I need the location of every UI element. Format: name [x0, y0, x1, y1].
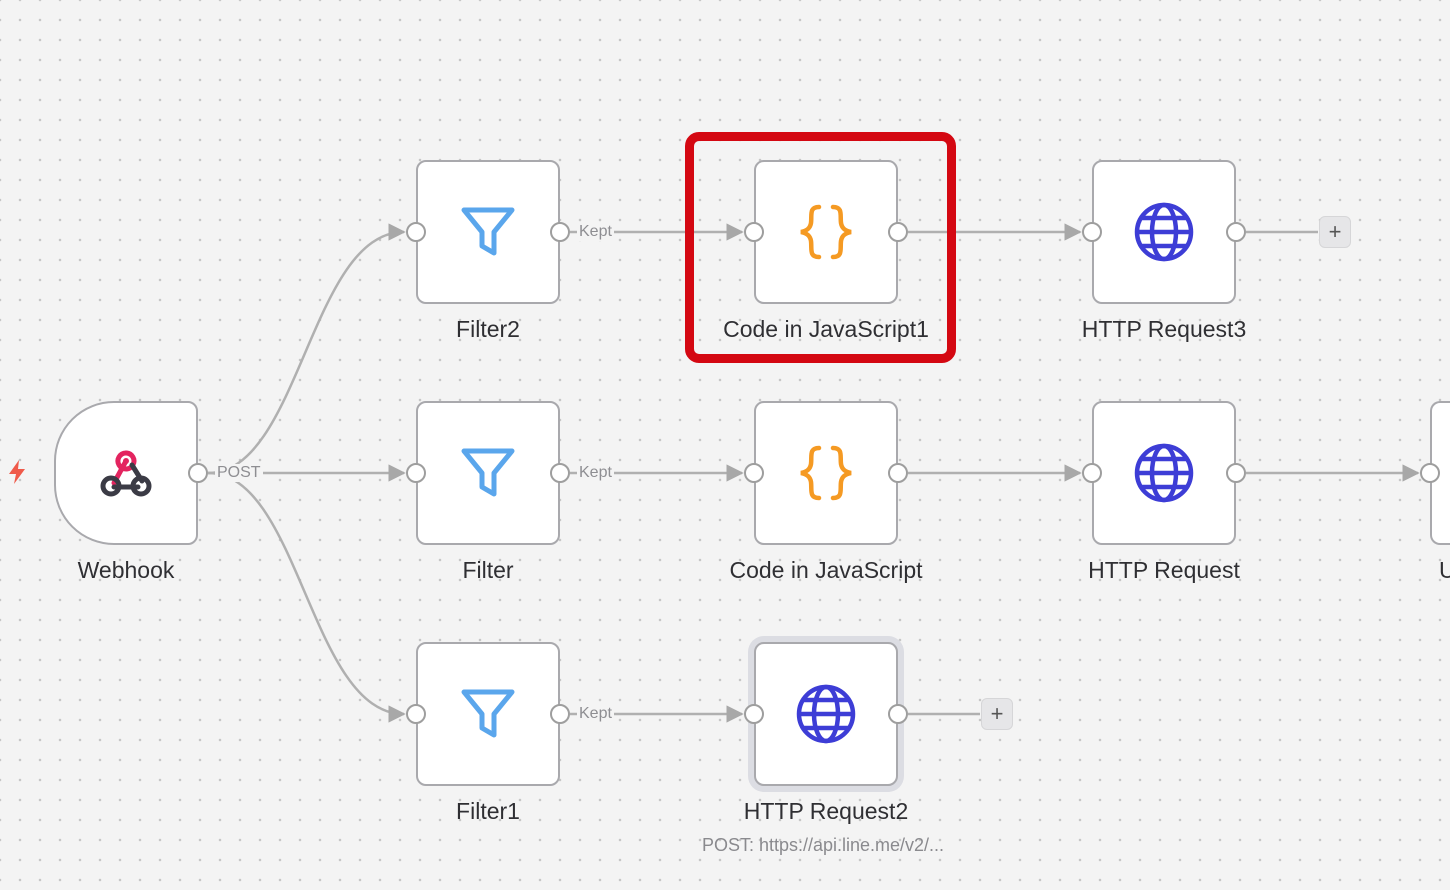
input-handle[interactable]: [406, 222, 426, 242]
output-handle[interactable]: [888, 222, 908, 242]
node-label-code-in-javascript1: Code in JavaScript1: [723, 316, 929, 342]
node-label-filter2: Filter2: [456, 316, 520, 342]
node-filter[interactable]: [406, 401, 570, 545]
node-label-http-request: HTTP Request: [1088, 557, 1240, 583]
node-label-http-request3: HTTP Request3: [1081, 316, 1247, 342]
node-label-partial-right: U: [1439, 557, 1450, 583]
node-filter1[interactable]: [406, 642, 570, 786]
output-handle[interactable]: [1226, 222, 1246, 242]
node-code-in-javascript1[interactable]: [744, 160, 908, 304]
node-label-code-in-javascript: Code in JavaScript: [729, 557, 923, 583]
input-handle[interactable]: [406, 463, 426, 483]
output-handle[interactable]: [1226, 463, 1246, 483]
webhook-icon: [100, 450, 152, 497]
connection-label-kept: Kept: [577, 464, 614, 482]
globe-icon: [1134, 443, 1194, 503]
node-code-in-javascript[interactable]: [744, 401, 908, 545]
input-handle[interactable]: [1420, 463, 1440, 483]
highlight-box: [685, 132, 956, 363]
trigger-bolt-icon: [9, 460, 25, 484]
filter-icon: [461, 689, 515, 738]
node-label-webhook: Webhook: [77, 557, 175, 583]
connection-label-kept: Kept: [577, 705, 614, 723]
connection-label-post: POST: [215, 464, 263, 482]
add-node-button[interactable]: +: [981, 698, 1013, 730]
output-handle[interactable]: [188, 463, 208, 483]
input-handle[interactable]: [406, 704, 426, 724]
input-handle[interactable]: [744, 704, 764, 724]
connection-label-kept: Kept: [577, 223, 614, 241]
output-handle[interactable]: [550, 463, 570, 483]
node-http-request2[interactable]: [744, 642, 908, 786]
output-handle[interactable]: [550, 222, 570, 242]
input-handle[interactable]: [1082, 222, 1102, 242]
connection-webhook-filter2[interactable]: [207, 223, 406, 475]
node-subtitle-http-request2: POST: https://api.line.me/v2/...: [701, 835, 945, 855]
node-http-request3[interactable]: [1082, 160, 1246, 304]
globe-icon: [1134, 202, 1194, 262]
code-braces-icon: [800, 204, 852, 260]
input-handle[interactable]: [1082, 463, 1102, 483]
input-handle[interactable]: [744, 222, 764, 242]
output-handle[interactable]: [888, 463, 908, 483]
output-handle[interactable]: [888, 704, 908, 724]
code-braces-icon: [800, 445, 852, 501]
output-handle[interactable]: [550, 704, 570, 724]
node-label-http-request2: HTTP Request2: [743, 798, 909, 824]
globe-icon: [796, 684, 856, 744]
connection-webhook-filter1[interactable]: [207, 471, 406, 723]
node-http-request[interactable]: [1082, 401, 1246, 545]
filter-icon: [461, 207, 515, 256]
node-label-filter1: Filter1: [456, 798, 520, 824]
node-filter2[interactable]: [406, 160, 570, 304]
input-handle[interactable]: [744, 463, 764, 483]
node-label-filter: Filter: [462, 557, 514, 583]
filter-icon: [461, 448, 515, 497]
node-webhook[interactable]: [54, 401, 208, 545]
add-node-button[interactable]: +: [1319, 216, 1351, 248]
node-partial-right[interactable]: [1420, 401, 1450, 545]
